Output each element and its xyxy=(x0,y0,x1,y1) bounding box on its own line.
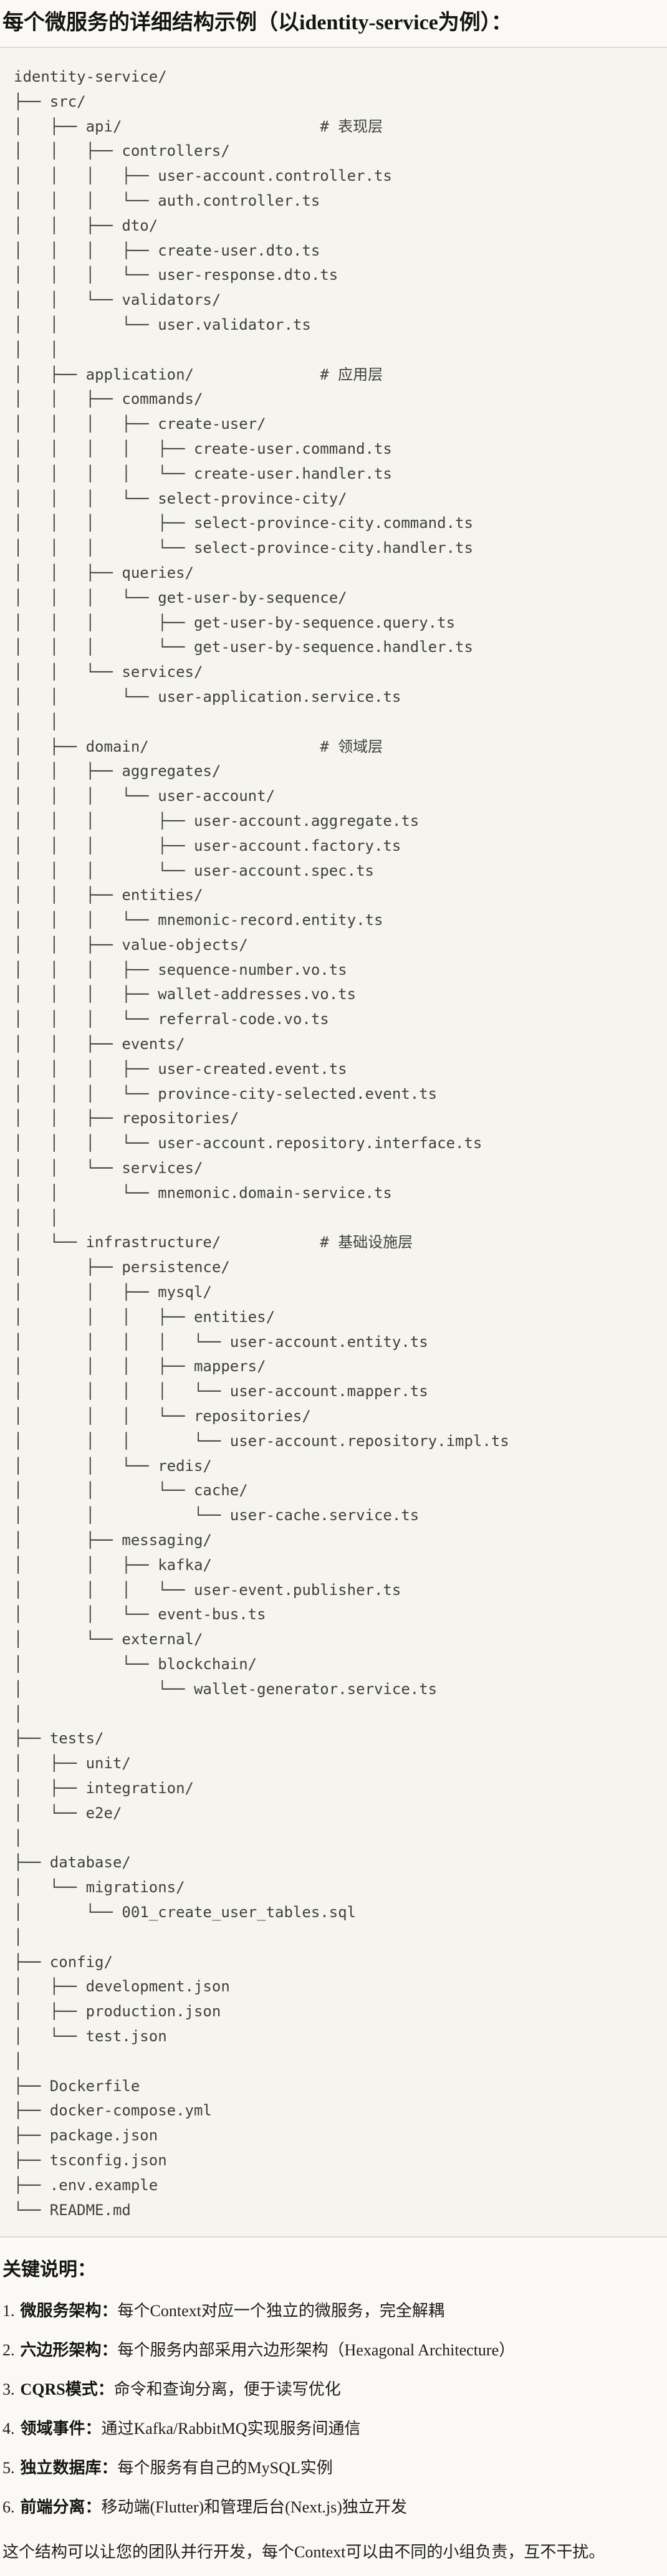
item-number: 3. xyxy=(2,2380,15,2399)
list-item: 1. 微服务架构：每个Context对应一个独立的微服务，完全解耦 xyxy=(2,2300,665,2322)
item-text: 命令和查询分离，便于读写优化 xyxy=(113,2380,341,2399)
item-body: 领域事件：通过Kafka/RabbitMQ实现服务间通信 xyxy=(21,2418,361,2440)
list-item: 6. 前端分离：移动端(Flutter)和管理后台(Next.js)独立开发 xyxy=(2,2496,665,2519)
footer-note: 这个结构可以让您的团队并行开发，每个Context可以由不同的小组负责，互不干扰… xyxy=(2,2543,605,2562)
list-item: 4. 领域事件：通过Kafka/RabbitMQ实现服务间通信 xyxy=(2,2418,665,2440)
code-block: identity-service/ ├── src/ │ ├── api/ # … xyxy=(0,47,667,2238)
item-text: 每个服务内部采用六边形架构（Hexagonal Architecture） xyxy=(117,2341,516,2360)
item-text: 每个Context对应一个独立的微服务，完全解耦 xyxy=(117,2302,444,2320)
item-text: 每个服务有自己的MySQL实例 xyxy=(117,2459,333,2478)
item-number: 5. xyxy=(2,2459,15,2478)
item-body: 微服务架构：每个Context对应一个独立的微服务，完全解耦 xyxy=(21,2300,444,2322)
item-term: 微服务架构： xyxy=(20,2302,118,2320)
item-number: 4. xyxy=(2,2420,15,2438)
page-title: 每个微服务的详细结构示例（以identity-service为例）： xyxy=(2,11,512,34)
item-term: 独立数据库： xyxy=(20,2459,118,2478)
item-number: 6. xyxy=(2,2498,15,2517)
item-term: CQRS模式： xyxy=(20,2380,114,2399)
item-body: 前端分离：移动端(Flutter)和管理后台(Next.js)独立开发 xyxy=(21,2496,407,2519)
item-text: 通过Kafka/RabbitMQ实现服务间通信 xyxy=(101,2420,361,2438)
section-heading: 关键说明： xyxy=(2,2259,96,2281)
list-item: 3. CQRS模式：命令和查询分离，便于读写优化 xyxy=(2,2378,665,2401)
item-body: 独立数据库：每个服务有自己的MySQL实例 xyxy=(21,2457,333,2479)
item-text: 移动端(Flutter)和管理后台(Next.js)独立开发 xyxy=(101,2498,407,2517)
item-term: 领域事件： xyxy=(20,2420,102,2438)
item-number: 1. xyxy=(2,2302,15,2320)
item-term: 六边形架构： xyxy=(20,2341,118,2360)
item-number: 2. xyxy=(2,2341,15,2360)
directory-tree: identity-service/ ├── src/ │ ├── api/ # … xyxy=(14,68,509,2219)
item-term: 前端分离： xyxy=(20,2498,102,2517)
key-points-list: 1. 微服务架构：每个Context对应一个独立的微服务，完全解耦 2. 六边形… xyxy=(0,2300,667,2519)
item-body: 六边形架构：每个服务内部采用六边形架构（Hexagonal Architectu… xyxy=(21,2339,516,2362)
item-body: CQRS模式：命令和查询分离，便于读写优化 xyxy=(21,2378,341,2401)
list-item: 5. 独立数据库：每个服务有自己的MySQL实例 xyxy=(2,2457,665,2479)
list-item: 2. 六边形架构：每个服务内部采用六边形架构（Hexagonal Archite… xyxy=(2,2339,665,2362)
